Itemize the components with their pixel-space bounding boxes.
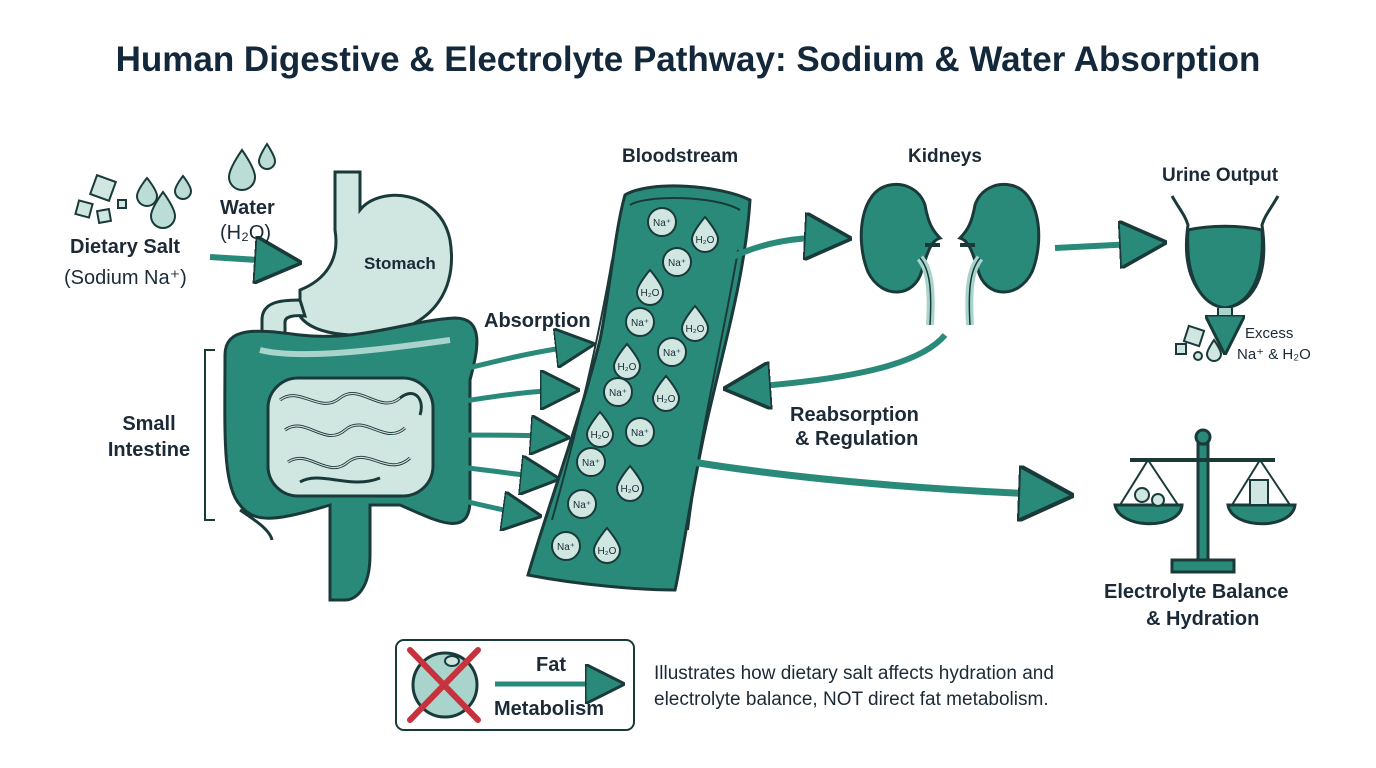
water-particle: H₂O (635, 268, 665, 306)
sodium-particle-label: Na⁺ (557, 542, 575, 553)
water-particle: H₂O (592, 526, 622, 564)
sodium-particle: Na⁺ (567, 489, 597, 519)
balance-label-1: Electrolyte Balance (1104, 581, 1289, 603)
sodium-particle-label: Na⁺ (609, 388, 627, 399)
sodium-particle-label: Na⁺ (573, 500, 591, 511)
sodium-particle: Na⁺ (625, 417, 655, 447)
balance-label-2: & Hydration (1146, 608, 1260, 630)
excess-label-1: Excess (1245, 325, 1294, 342)
balance-scale-icon (1113, 428, 1297, 574)
water-particle: H₂O (615, 464, 645, 502)
water-particle: H₂O (680, 304, 710, 342)
kidneys-label: Kidneys (908, 146, 982, 167)
intestine-illustration (223, 316, 479, 602)
dietary-salt-label: Dietary Salt (70, 236, 181, 258)
note-line-2: electrolyte balance, NOT direct fat meta… (654, 689, 1049, 710)
sodium-particle: Na⁺ (551, 531, 581, 561)
urine-output-label: Urine Output (1162, 165, 1279, 186)
sodium-particle: Na⁺ (576, 447, 606, 477)
excess-label-2: Na⁺ & H₂O (1237, 346, 1311, 363)
small-intestine-label-2: Intestine (107, 439, 191, 461)
water-particle: H₂O (651, 374, 681, 412)
small-intestine-label-1: Small (122, 413, 176, 435)
bloodstream-label: Bloodstream (622, 146, 739, 167)
sodium-particle-label: Na⁺ (663, 348, 681, 359)
bloodstream-vessel (526, 184, 752, 592)
kidney-to-bladder-arrow (1054, 243, 1155, 248)
water-particle-label: H₂O (657, 394, 676, 405)
excess-particles-icon (1175, 324, 1223, 362)
fat-metabolism-legend (395, 639, 635, 731)
water-particle-label: H₂O (641, 288, 660, 299)
kidneys-illustration (859, 182, 1041, 326)
blood-to-kidney-arrow (688, 238, 840, 288)
water-particle-label: H₂O (598, 546, 617, 557)
reabsorption-label-1: Reabsorption (790, 404, 919, 426)
sodium-particle: Na⁺ (647, 207, 677, 237)
sodium-particle-label: Na⁺ (582, 458, 600, 469)
water-particle-label: H₂O (621, 484, 640, 495)
water-particle: H₂O (612, 342, 642, 380)
sodium-particle-label: Na⁺ (653, 218, 671, 229)
absorption-arrows (439, 345, 585, 515)
stomach-label: Stomach (364, 254, 436, 273)
water-particle-label: H₂O (696, 235, 715, 246)
legend-fat-label: Fat (536, 654, 566, 676)
water-particle-label: H₂O (618, 362, 637, 373)
particles-group: Na⁺ H₂O Na⁺ H₂O Na⁺ H₂O H₂O Na⁺ Na⁺ H₂O H₂O Na⁺ Na⁺ H… (551, 207, 720, 564)
absorption-label: Absorption (484, 310, 591, 332)
water-particle: H₂O (690, 215, 720, 253)
sodium-particle-label: Na⁺ (631, 318, 649, 329)
water-formula-label: (H₂O) (220, 222, 272, 244)
sodium-particle-label: Na⁺ (668, 258, 686, 269)
sodium-particle: Na⁺ (625, 307, 655, 337)
page-title: Human Digestive & Electrolyte Pathway: S… (115, 40, 1261, 79)
reabsorption-arrow (735, 333, 948, 388)
salt-crystals-icon (74, 173, 127, 225)
water-particle: H₂O (585, 410, 615, 448)
bladder-illustration (1170, 195, 1280, 321)
blood-to-balance-arrow (679, 456, 1060, 495)
sodium-particle: Na⁺ (662, 247, 692, 277)
sodium-particle: Na⁺ (603, 377, 633, 407)
sodium-sublabel: (Sodium Na⁺) (64, 267, 187, 289)
small-intestine-bracket (204, 349, 215, 521)
water-label: Water (220, 197, 275, 219)
sodium-particle-label: Na⁺ (631, 428, 649, 439)
water-particle-label: H₂O (591, 430, 610, 441)
legend-metabolism-label: Metabolism (494, 698, 605, 720)
intake-arrow (209, 257, 290, 262)
note-line-1: Illustrates how dietary salt affects hyd… (654, 663, 1054, 684)
water-drops-icon (135, 142, 277, 229)
reabsorption-label-2: & Regulation (795, 428, 919, 450)
sodium-particle: Na⁺ (657, 337, 687, 367)
water-particle-label: H₂O (686, 324, 705, 335)
